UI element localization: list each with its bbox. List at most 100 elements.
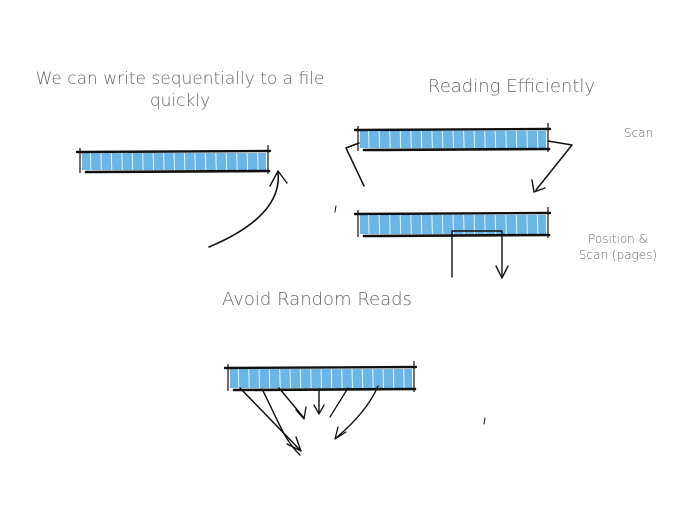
page-divider: [368, 214, 370, 235]
page-divider: [463, 130, 465, 149]
page-divider: [441, 214, 444, 235]
page-divider: [225, 152, 228, 171]
page-divider: [289, 368, 291, 389]
position-bracket: [451, 230, 503, 278]
block-bottom-edge: [362, 233, 551, 238]
page-divider: [399, 130, 402, 149]
scan-label: Scan: [624, 126, 654, 140]
random-read-arrowhead-d: [334, 426, 347, 440]
write-append-arrow: [208, 171, 279, 248]
page-divider: [536, 130, 539, 149]
avoid-random-reads-heading: Avoid Random Reads: [222, 289, 412, 310]
page-divider: [399, 214, 402, 235]
scan-left-wrap: [345, 142, 365, 187]
page-divider: [431, 214, 433, 235]
random-read-arrowhead-b: [295, 406, 307, 420]
page-divider: [505, 130, 507, 149]
random-read-arrow-3: [278, 387, 305, 419]
write-sequentially-caption: We can write sequentially to a file quic…: [35, 69, 325, 111]
page-divider: [268, 368, 271, 389]
page-divider: [279, 368, 281, 389]
block-top-edge: [353, 211, 552, 216]
page-divider: [526, 130, 528, 149]
page-divider: [310, 368, 312, 389]
page-divider: [100, 152, 102, 171]
page-divider: [183, 152, 186, 171]
page-divider: [320, 368, 322, 389]
page-divider: [382, 368, 384, 389]
page-divider: [121, 152, 123, 171]
position-scan-label: Position & Scan (pages): [578, 232, 658, 262]
page-divider: [163, 152, 165, 171]
block-top-edge: [75, 149, 272, 154]
block-top-edge: [353, 127, 552, 132]
page-divider: [389, 130, 391, 149]
page-divider: [248, 368, 250, 389]
page-divider: [173, 152, 175, 171]
random-read-arrow-1: [239, 387, 301, 451]
page-divider: [378, 130, 381, 149]
page-divider: [246, 152, 249, 171]
page-divider: [526, 214, 528, 235]
file-blocks: [75, 123, 552, 392]
page-divider: [473, 130, 476, 149]
random-file-strip: [223, 361, 418, 392]
page-divider: [351, 368, 353, 389]
position-file-strip: [353, 207, 552, 238]
page-divider: [236, 152, 238, 171]
page-divider: [378, 214, 381, 235]
page-divider: [152, 152, 155, 171]
page-divider: [237, 368, 240, 389]
page-divider: [494, 130, 497, 149]
page-divider: [410, 130, 412, 149]
page-divider: [536, 214, 539, 235]
page-divider: [258, 368, 260, 389]
scan-file-strip: [353, 123, 552, 152]
page-divider: [420, 214, 423, 235]
random-read-arrow-2: [261, 388, 301, 456]
page-divider: [131, 152, 134, 171]
page-divider: [341, 368, 343, 389]
page-divider: [299, 368, 302, 389]
block-top-edge: [223, 365, 418, 370]
page-divider: [142, 152, 144, 171]
page-divider: [515, 130, 518, 149]
page-divider: [484, 130, 486, 149]
page-divider: [515, 214, 518, 235]
page-divider: [110, 152, 113, 171]
page-divider: [392, 368, 395, 389]
pen-mark-2: [483, 417, 486, 425]
page-divider: [330, 368, 333, 389]
page-divider: [372, 368, 374, 389]
page-divider: [361, 368, 364, 389]
random-read-arrowhead-c: [313, 404, 325, 415]
page-divider: [452, 130, 454, 149]
page-divider: [257, 152, 259, 171]
pen-mark-1: [334, 205, 337, 213]
reading-efficiently-heading: Reading Efficiently: [428, 76, 596, 97]
page-divider: [194, 152, 196, 171]
page-divider: [441, 130, 444, 149]
scan-arrowhead: [531, 179, 546, 193]
random-read-arrow-5: [335, 385, 379, 439]
write-append-arrowhead: [269, 170, 288, 187]
block-bottom-edge: [84, 169, 271, 174]
page-divider: [403, 368, 405, 389]
block-bottom-edge: [232, 387, 417, 392]
page-divider: [368, 130, 370, 149]
write-file-strip: [75, 145, 272, 174]
page-divider: [410, 214, 412, 235]
page-divider: [389, 214, 391, 235]
block-bottom-edge: [362, 147, 551, 152]
page-divider: [431, 130, 433, 149]
random-read-arrowhead-a: [286, 436, 302, 452]
page-divider: [215, 152, 217, 171]
random-read-arrow-6: [329, 387, 349, 418]
page-divider: [420, 130, 423, 149]
scan-right-wrap: [535, 140, 573, 191]
page-divider: [89, 152, 92, 171]
position-arrowhead: [495, 265, 509, 279]
page-divider: [204, 152, 207, 171]
page-divider: [505, 214, 507, 235]
